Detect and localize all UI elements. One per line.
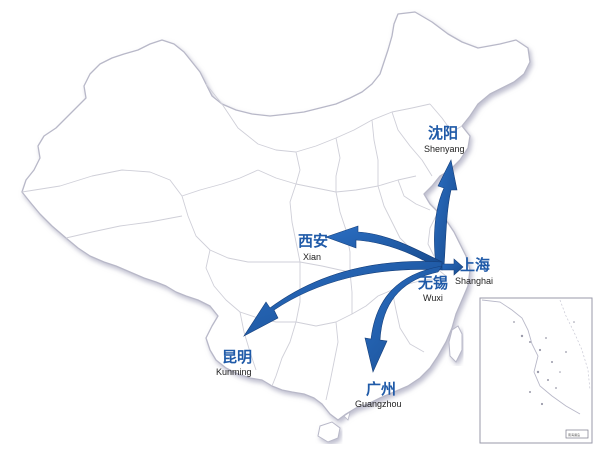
route-arrows — [243, 159, 464, 373]
hainan-island — [317, 421, 341, 443]
arrow-to-shenyang — [434, 159, 458, 267]
label-guangzhou-zh: 广州 — [366, 380, 396, 398]
label-wuxi-zh: 无锡 — [417, 274, 448, 292]
label-shanghai-en: Shanghai — [455, 276, 493, 286]
label-guangzhou-en: Guangzhou — [355, 399, 402, 409]
city-labels: 沈阳 Shenyang 西安 Xian 上海 Shanghai 无锡 Wuxi … — [216, 124, 493, 409]
inset-label: 南海诸岛 — [568, 432, 580, 437]
country-outline — [21, 11, 531, 421]
label-wuxi-en: Wuxi — [423, 293, 443, 303]
arrow-to-guangzhou — [364, 265, 443, 373]
label-shenyang-zh: 沈阳 — [428, 124, 458, 142]
south-china-sea-inset: 南海诸岛 — [479, 297, 593, 444]
label-xian-en: Xian — [303, 252, 321, 262]
arrow-to-xian — [325, 225, 443, 269]
label-shenyang-en: Shenyang — [424, 144, 465, 154]
label-xian-zh: 西安 — [298, 232, 328, 250]
label-kunming-en: Kunming — [216, 367, 252, 377]
taiwan-island — [448, 325, 463, 363]
label-shanghai-zh: 上海 — [460, 256, 490, 274]
arrow-to-kunming — [243, 261, 443, 337]
arrow-to-shanghai — [441, 258, 464, 276]
label-kunming-zh: 昆明 — [222, 348, 252, 366]
